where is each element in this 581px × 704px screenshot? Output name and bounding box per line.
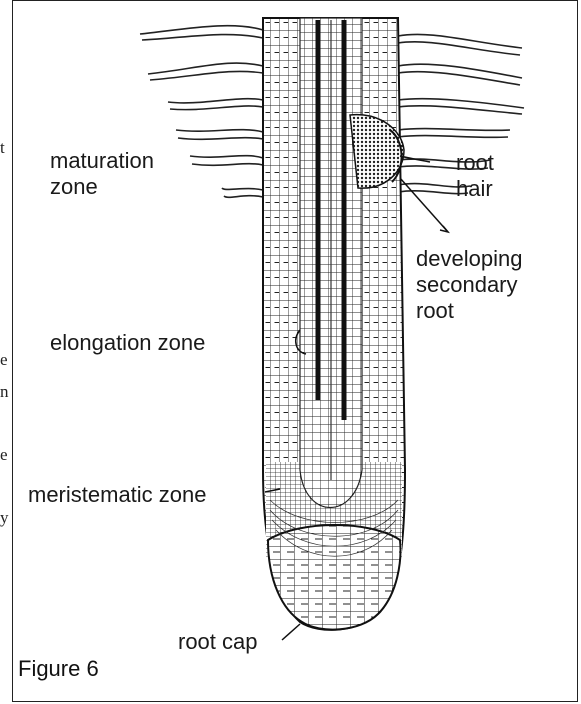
root-cap-pointer xyxy=(282,624,300,640)
root-hair-label: root hair xyxy=(456,150,494,202)
root-cap-label: root cap xyxy=(178,629,258,655)
developing-secondary-root-label: developing secondary root xyxy=(416,246,522,324)
elongation-zone-label: elongation zone xyxy=(50,330,205,356)
figure-caption: Figure 6 xyxy=(18,656,99,682)
meristematic-zone-label: meristematic zone xyxy=(28,482,207,508)
root-hairs-left xyxy=(140,26,263,198)
maturation-zone-label: maturation zone xyxy=(50,148,154,200)
